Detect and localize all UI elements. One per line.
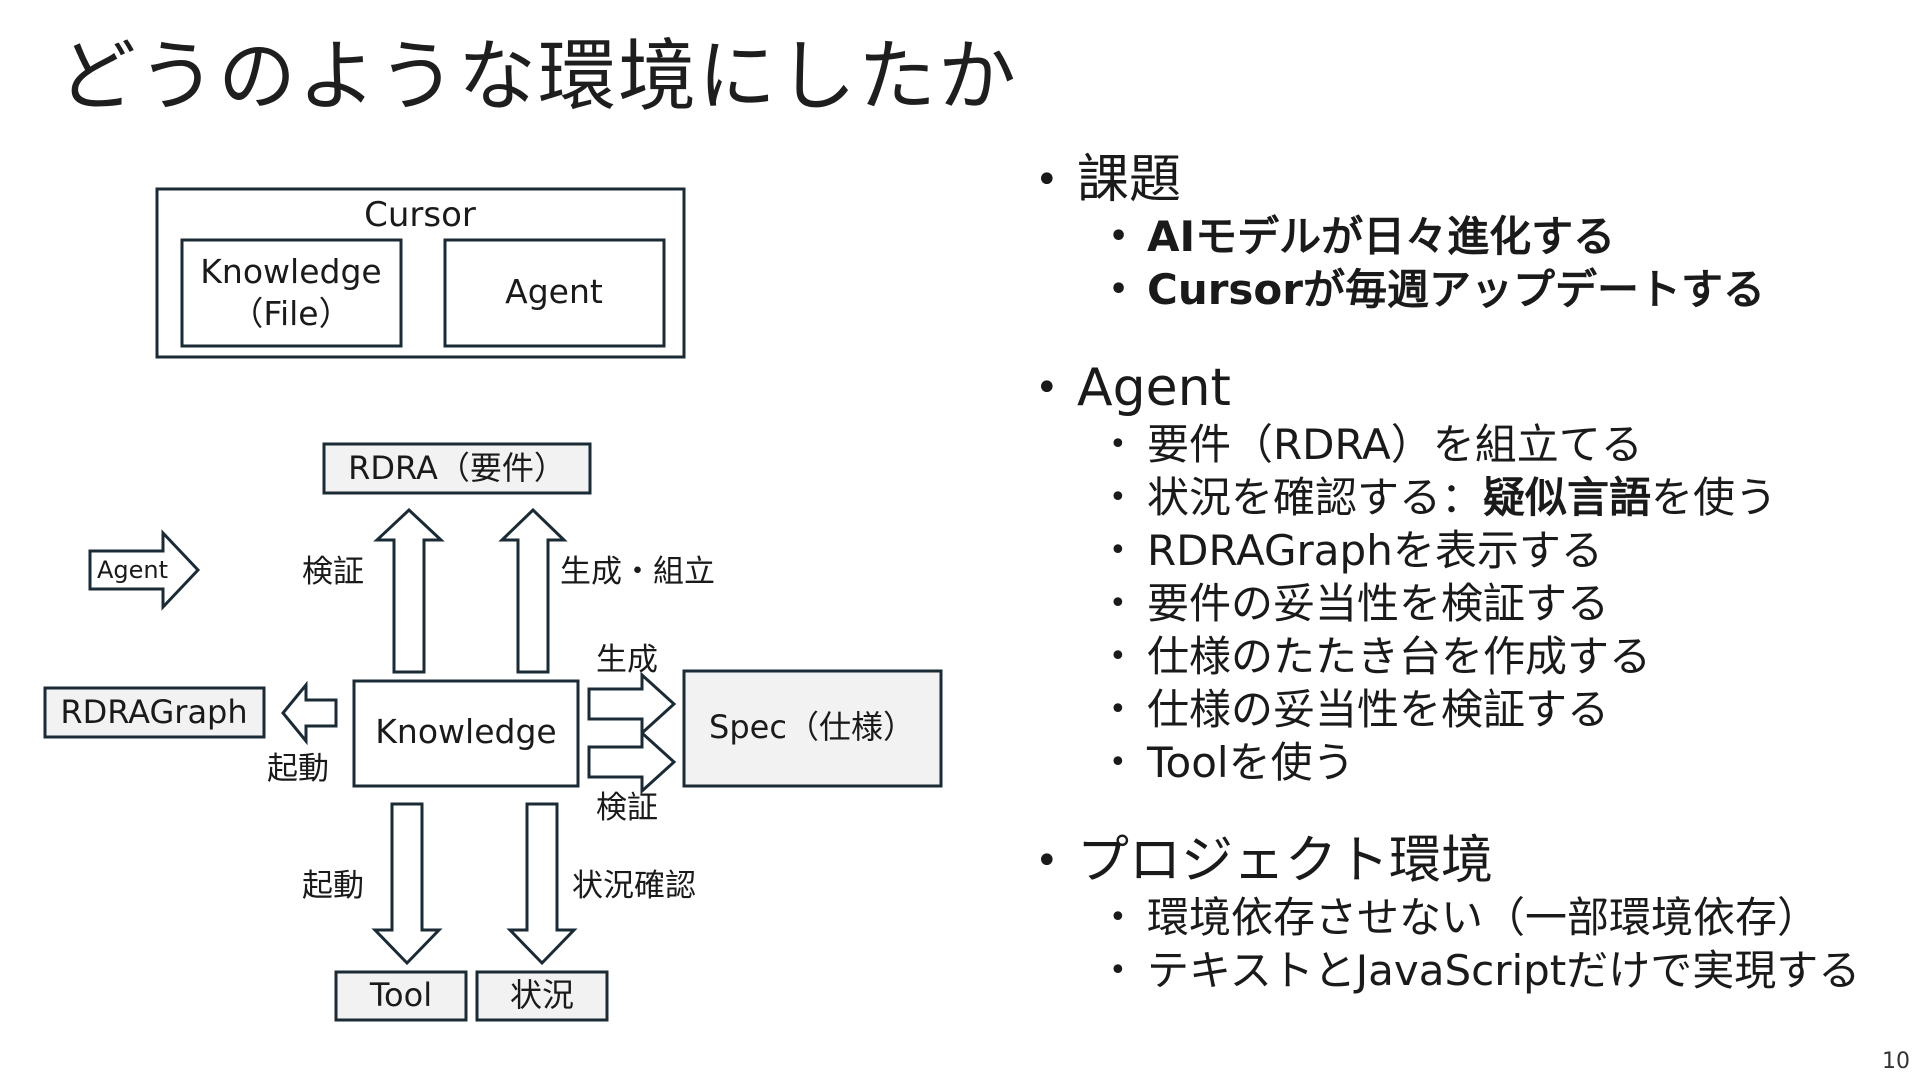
agent-item-status-post: を使う [1651, 473, 1778, 522]
tool-label: Tool [369, 976, 432, 1014]
page-number: 10 [1882, 1049, 1910, 1074]
cursor-knowledge-file-label: （File） [230, 294, 351, 333]
knowledge-box [352, 679, 580, 788]
spec-label: Spec（仕様） [709, 708, 915, 746]
rdragraph-label: RDRAGraph [60, 693, 247, 731]
cursor-agent-label: Agent [505, 272, 603, 311]
agent-heading: Agent [1035, 358, 1915, 418]
generate-right-arrow [587, 671, 677, 737]
section-project: プロジェクト環境 環境依存させない（一部環境依存） テキストとJavaScrip… [1035, 831, 1915, 997]
project-list: 環境依存させない（一部環境依存） テキストとJavaScriptだけで実現する [1035, 891, 1915, 997]
agent-item-status-bold: 疑似言語 [1483, 473, 1652, 522]
issues-list: AIモデルが日々進化する Cursorが毎週アップデートする [1035, 210, 1915, 316]
agent-item-draft-spec: 仕様のたたき台を作成する [1109, 630, 1915, 683]
cursor-knowledge-label: Knowledge [200, 252, 381, 291]
section-agent: Agent 要件（RDRA）を組立てる 状況を確認する：疑似言語を使う RDRA… [1035, 358, 1915, 789]
cursor-agent-box [443, 238, 666, 348]
generate-assemble-label: 生成・組立 [560, 554, 715, 590]
agent-item-assemble: 要件（RDRA）を組立てる [1109, 418, 1915, 471]
agent-item-tool: Toolを使う [1109, 736, 1915, 789]
agent-item-graph: RDRAGraphを表示する [1109, 524, 1915, 577]
project-item-env: 環境依存させない（一部環境依存） [1109, 891, 1915, 944]
rdragraph-box [43, 686, 266, 739]
rdra-box [322, 442, 592, 495]
environment-diagram: Cursor Knowledge （File） Agent Agent RDRA… [43, 187, 943, 1022]
status-check-down-arrow [506, 802, 578, 966]
launch-down-arrow [371, 802, 443, 966]
generate-label: 生成 [596, 642, 658, 678]
rdra-label: RDRA（要件） [348, 449, 566, 487]
launch-left-label: 起動 [267, 751, 329, 787]
launch-down-label: 起動 [302, 868, 364, 904]
cursor-title: Cursor [364, 195, 476, 235]
spec-box [682, 669, 943, 788]
verify-up-label: 検証 [302, 554, 364, 590]
status-label: 状況 [510, 976, 574, 1014]
cursor-knowledge-box [180, 238, 403, 348]
issues-heading: 課題 [1035, 150, 1915, 210]
bullet-list: 課題 AIモデルが日々進化する Cursorが毎週アップデートする Agent … [1035, 150, 1915, 997]
verify-right-arrow [587, 729, 677, 795]
tool-box [334, 970, 468, 1022]
status-box [475, 970, 609, 1022]
verify-right-label: 検証 [596, 790, 658, 826]
agent-item-verify-spec: 仕様の妥当性を検証する [1109, 683, 1915, 736]
status-check-label: 状況確認 [572, 868, 696, 904]
generate-up-arrow [498, 507, 568, 674]
verify-up-arrow [373, 507, 445, 674]
agent-item-verify-req: 要件の妥当性を検証する [1109, 577, 1915, 630]
knowledge-label: Knowledge [375, 712, 556, 751]
section-issues: 課題 AIモデルが日々進化する Cursorが毎週アップデートする [1035, 150, 1915, 316]
agent-list: 要件（RDRA）を組立てる 状況を確認する：疑似言語を使う RDRAGraphを… [1035, 418, 1915, 789]
launch-left-arrow [281, 680, 338, 746]
issues-item-cursor-update: Cursorが毎週アップデートする [1109, 263, 1915, 316]
slide-title: どうのような環境にしたか [58, 32, 1019, 122]
project-heading: プロジェクト環境 [1035, 831, 1915, 891]
issues-item-ai-model: AIモデルが日々進化する [1109, 210, 1915, 263]
agent-item-status-pre: 状況を確認する： [1147, 473, 1484, 522]
agent-legend-label: Agent [97, 556, 168, 584]
agent-item-status: 状況を確認する：疑似言語を使う [1109, 471, 1915, 524]
project-item-text-js: テキストとJavaScriptだけで実現する [1109, 944, 1915, 997]
agent-legend-arrow [88, 529, 201, 611]
